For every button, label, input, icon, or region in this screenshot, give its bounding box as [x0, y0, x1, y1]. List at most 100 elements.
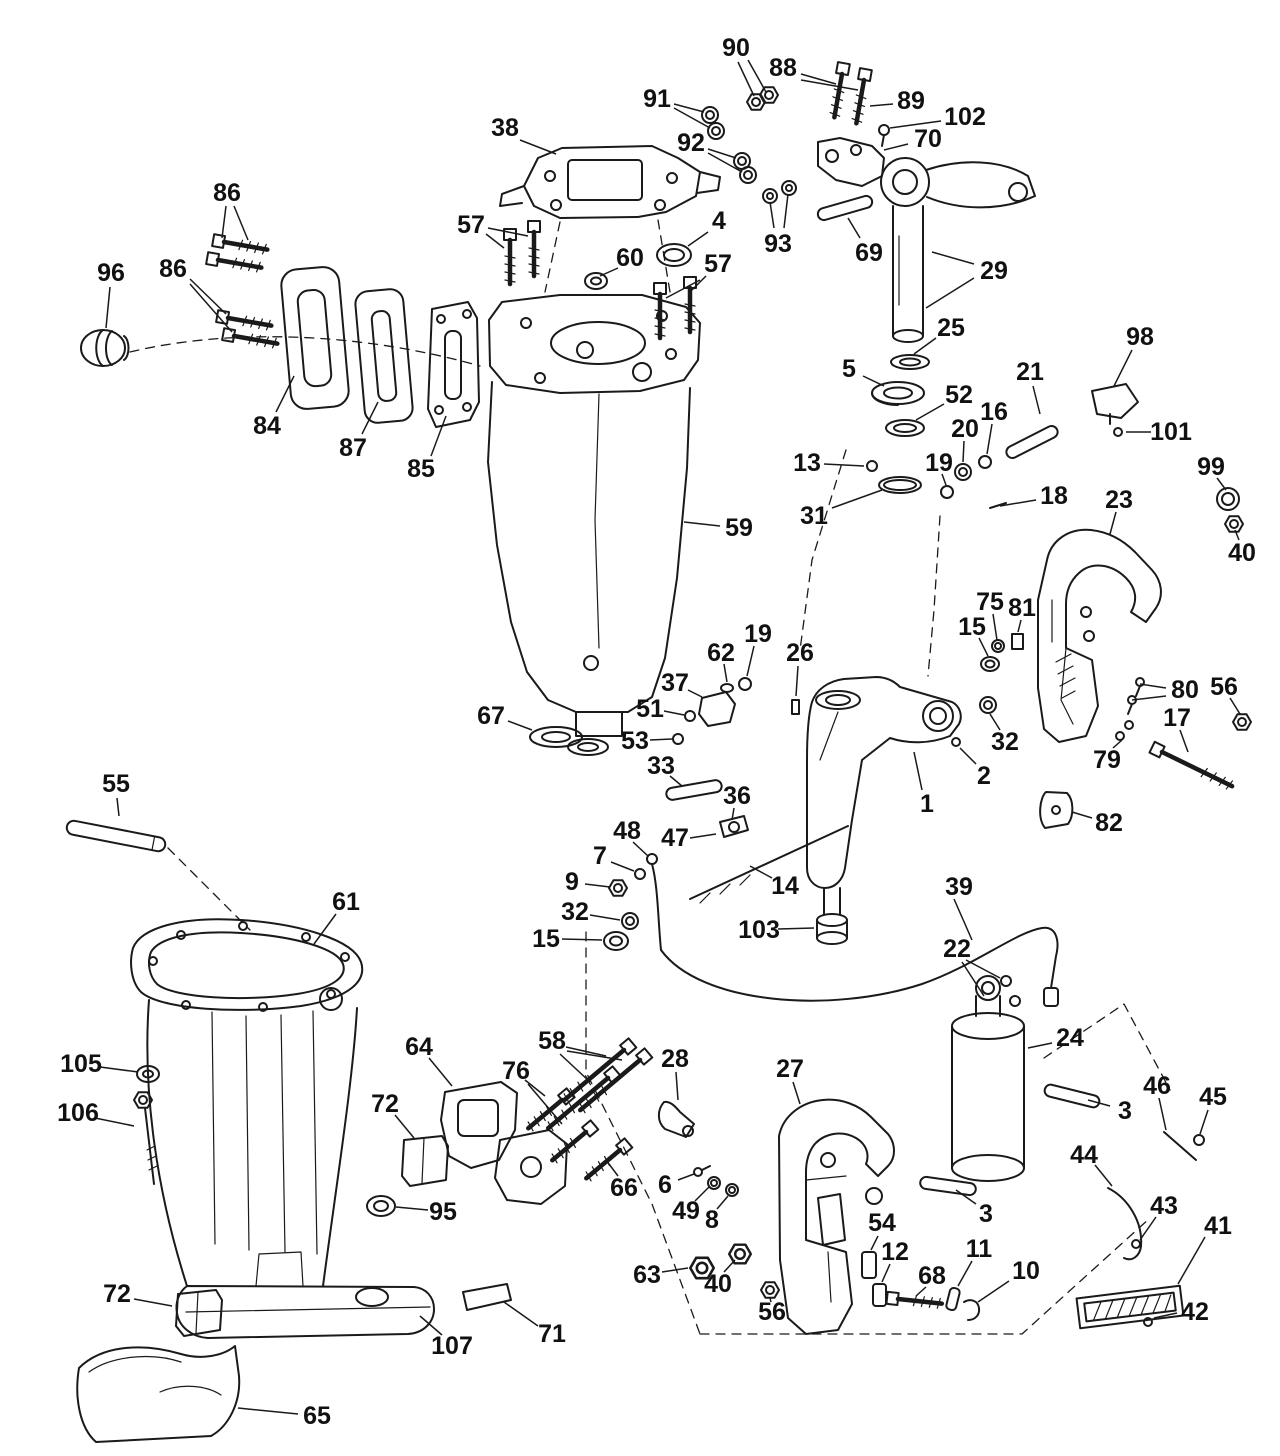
leader-43	[1139, 1216, 1157, 1241]
callout-81: 81	[1008, 594, 1036, 622]
leader-41	[1177, 1236, 1206, 1285]
leader-64	[428, 1057, 453, 1087]
leader-92	[707, 152, 743, 173]
callout-15b: 15	[532, 925, 560, 953]
callout-40a: 40	[1228, 539, 1256, 567]
leader-15a	[978, 637, 989, 657]
callout-32a: 32	[991, 728, 1019, 756]
leader-58	[565, 1046, 607, 1057]
leader-60	[599, 267, 619, 277]
leader-lines	[94, 59, 1241, 1415]
callout-57a: 57	[457, 211, 485, 239]
leader-92	[707, 148, 737, 159]
leader-32b	[589, 914, 621, 921]
leader-88	[800, 79, 859, 91]
leader-40b	[723, 1259, 736, 1273]
leader-63	[661, 1267, 689, 1273]
callout-11: 11	[966, 1235, 993, 1263]
leader-51	[663, 710, 685, 716]
leader-57a	[487, 227, 529, 237]
driveshaft-housing	[130, 918, 435, 1339]
leader-59	[683, 521, 721, 527]
callout-19a: 19	[925, 449, 953, 477]
side-mount-plates	[280, 266, 480, 428]
callout-9: 9	[565, 868, 579, 896]
leader-90	[747, 59, 767, 93]
housing-fasteners	[65, 819, 396, 1217]
callout-12: 12	[881, 1238, 909, 1266]
callout-99: 99	[1197, 453, 1225, 481]
leader-93	[769, 201, 775, 229]
leader-28	[675, 1071, 679, 1101]
callout-67: 67	[477, 702, 505, 730]
leader-55	[116, 797, 120, 817]
callout-49: 49	[672, 1197, 700, 1225]
seal-stack	[866, 354, 930, 494]
callout-2: 2	[977, 762, 991, 790]
callout-58: 58	[538, 1027, 566, 1055]
leader-67	[507, 720, 533, 731]
leader-57a	[485, 233, 505, 249]
leader-25	[913, 337, 937, 355]
callout-102: 102	[944, 103, 986, 131]
callout-106: 106	[57, 1099, 99, 1127]
leader-37	[687, 689, 703, 698]
callout-27: 27	[776, 1055, 804, 1083]
leader-24	[1027, 1042, 1053, 1049]
leader-4	[687, 231, 709, 247]
callout-44: 44	[1070, 1141, 1098, 1169]
callout-31: 31	[800, 502, 828, 530]
trim-cylinder	[918, 975, 1102, 1197]
callout-36: 36	[723, 782, 751, 810]
leader-7	[610, 861, 635, 872]
lower-right-parts	[1075, 1131, 1205, 1330]
leader-57b	[691, 275, 707, 291]
leader-91	[673, 107, 711, 129]
callout-89: 89	[897, 87, 925, 115]
callout-88: 88	[769, 54, 797, 82]
callout-47: 47	[661, 824, 689, 852]
callout-63: 63	[633, 1261, 661, 1289]
callout-95: 95	[429, 1198, 457, 1226]
callout-53: 53	[621, 727, 649, 755]
leader-31	[831, 489, 883, 509]
leader-3b	[955, 1189, 977, 1205]
leader-3a	[1087, 1099, 1111, 1107]
leader-1	[913, 751, 923, 791]
callout-32b: 32	[561, 898, 589, 926]
callout-57b: 57	[704, 250, 732, 278]
leader-5	[862, 375, 885, 387]
callout-19b: 19	[744, 620, 772, 648]
leader-19b	[746, 645, 755, 677]
callout-68: 68	[918, 1262, 946, 1290]
leader-21	[1032, 385, 1041, 415]
leader-99	[1216, 477, 1227, 491]
stern-bracket-starboard	[980, 528, 1252, 829]
leader-2	[959, 747, 977, 765]
callout-98: 98	[1126, 323, 1154, 351]
leader-45	[1199, 1109, 1209, 1135]
callout-91: 91	[643, 85, 671, 113]
leader-86b	[189, 283, 233, 333]
leader-68	[915, 1286, 927, 1297]
callout-59: 59	[725, 514, 753, 542]
stern-bracket-port	[778, 1098, 895, 1335]
callout-55: 55	[102, 770, 130, 798]
callout-51: 51	[636, 695, 664, 723]
callout-72b: 72	[103, 1280, 131, 1308]
callout-33: 33	[647, 752, 675, 780]
leader-15b	[561, 938, 603, 941]
leader-8	[716, 1195, 729, 1210]
callout-22: 22	[943, 935, 971, 963]
callout-37: 37	[661, 669, 689, 697]
leader-96	[105, 286, 111, 329]
callout-29: 29	[980, 257, 1008, 285]
lower-cover	[76, 1345, 241, 1443]
leader-27	[792, 1081, 801, 1105]
callout-24: 24	[1056, 1024, 1084, 1052]
leader-88	[800, 73, 837, 85]
callout-62: 62	[707, 639, 735, 667]
leader-56a	[1229, 697, 1241, 715]
leader-71	[503, 1301, 539, 1327]
